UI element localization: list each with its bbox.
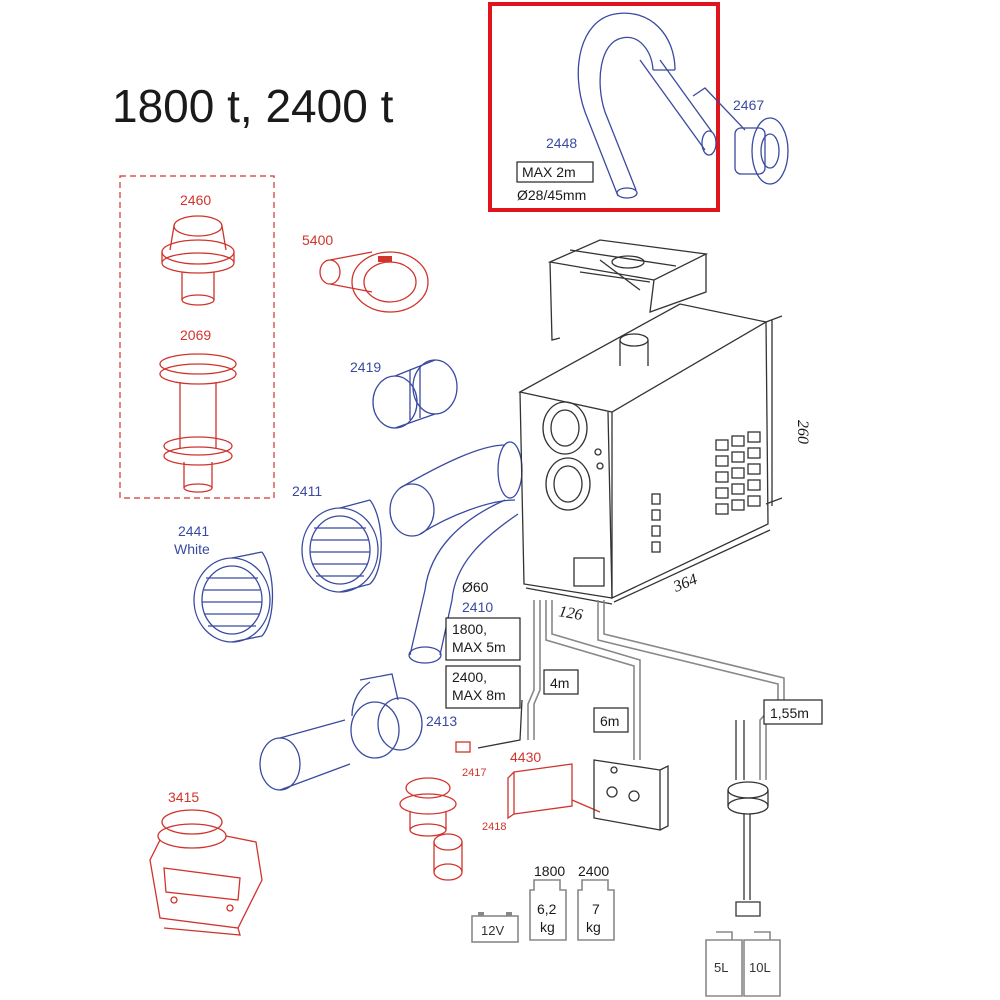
label-2410-box2-line2: MAX 8m: [452, 687, 506, 703]
battery-12v: [471, 912, 519, 943]
label-2413: 2413: [426, 713, 457, 729]
label-2069: 2069: [180, 327, 211, 343]
part-2418: [399, 777, 463, 881]
cables: [527, 600, 785, 780]
label-battery: 12V: [481, 923, 504, 938]
label-cable-155m: 1,55m: [770, 705, 809, 721]
label-weight-1800-value: 6,2: [537, 901, 557, 917]
label-2410: 2410: [462, 599, 493, 615]
highlight-box: [488, 2, 720, 212]
hose-2448: [577, 12, 717, 199]
duct-1800-box: [445, 617, 521, 661]
tank-5l: [705, 931, 743, 997]
tank-10l: [743, 931, 781, 997]
label-cable-6m: 6m: [600, 713, 619, 729]
control-panel: [593, 759, 669, 831]
duct-2410: [389, 441, 523, 664]
label-tank-10l: 10L: [749, 960, 771, 975]
label-2467: 2467: [733, 97, 764, 113]
label-2460: 2460: [180, 192, 211, 208]
label-2418: 2418: [482, 821, 506, 833]
part-2069: [159, 353, 237, 493]
label-2410-box2-line1: 2400,: [452, 669, 487, 685]
label-4430: 4430: [510, 749, 541, 765]
label-5400: 5400: [302, 232, 333, 248]
label-2419: 2419: [350, 359, 381, 375]
optional-parts-dashed-box: [119, 175, 275, 499]
terminal-2467: [692, 87, 789, 185]
label-2417: 2417: [462, 767, 486, 779]
part-3415: [149, 809, 263, 936]
part-5400: [319, 251, 429, 313]
label-2411: 2411: [292, 483, 322, 499]
label-2441-white: White: [174, 541, 210, 557]
cable-6m-box: [593, 707, 629, 733]
part-4430: [507, 763, 601, 820]
weight-2400: [577, 879, 615, 941]
dimension-width: [613, 529, 771, 603]
label-weight-1800-unit: kg: [540, 919, 555, 935]
part-2411: [301, 499, 382, 593]
label-dimension-height: 260: [794, 420, 811, 444]
part-2413: [259, 673, 423, 791]
part-2419: [372, 359, 458, 429]
label-2448-max: MAX 2m: [522, 164, 576, 180]
dimension-height: [765, 315, 783, 506]
label-dimension-depth: 126: [557, 603, 584, 624]
label-weight-2400-value: 7: [592, 901, 600, 917]
diagram-title: 1800 t, 2400 t: [112, 80, 394, 132]
label-weight-2400-unit: kg: [586, 919, 601, 935]
part-2417: [455, 699, 523, 753]
label-2448: 2448: [546, 135, 577, 151]
label-2441: 2441: [178, 523, 209, 539]
weight-1800: [529, 879, 567, 941]
cable-4m-box: [543, 669, 579, 695]
label-3415: 3415: [168, 789, 199, 805]
label-2410-diameter: Ø60: [462, 579, 489, 595]
fuel-pickup: [727, 720, 769, 917]
label-weight-2400: 2400: [578, 863, 609, 879]
label-tank-5l: 5L: [714, 960, 728, 975]
label-cable-4m: 4m: [550, 675, 569, 691]
label-2448-diameter: Ø28/45mm: [517, 187, 586, 203]
duct-2400-box: [445, 665, 521, 709]
part-2460: [161, 215, 235, 306]
label-weight-1800: 1800: [534, 863, 565, 879]
heater-unit: [518, 239, 769, 600]
label-2410-box1-line2: MAX 5m: [452, 639, 506, 655]
cable-155m-box: [763, 699, 823, 725]
max-2m-box: [516, 161, 594, 183]
label-2410-box1-line1: 1800,: [452, 621, 487, 637]
part-2441: [193, 551, 274, 643]
